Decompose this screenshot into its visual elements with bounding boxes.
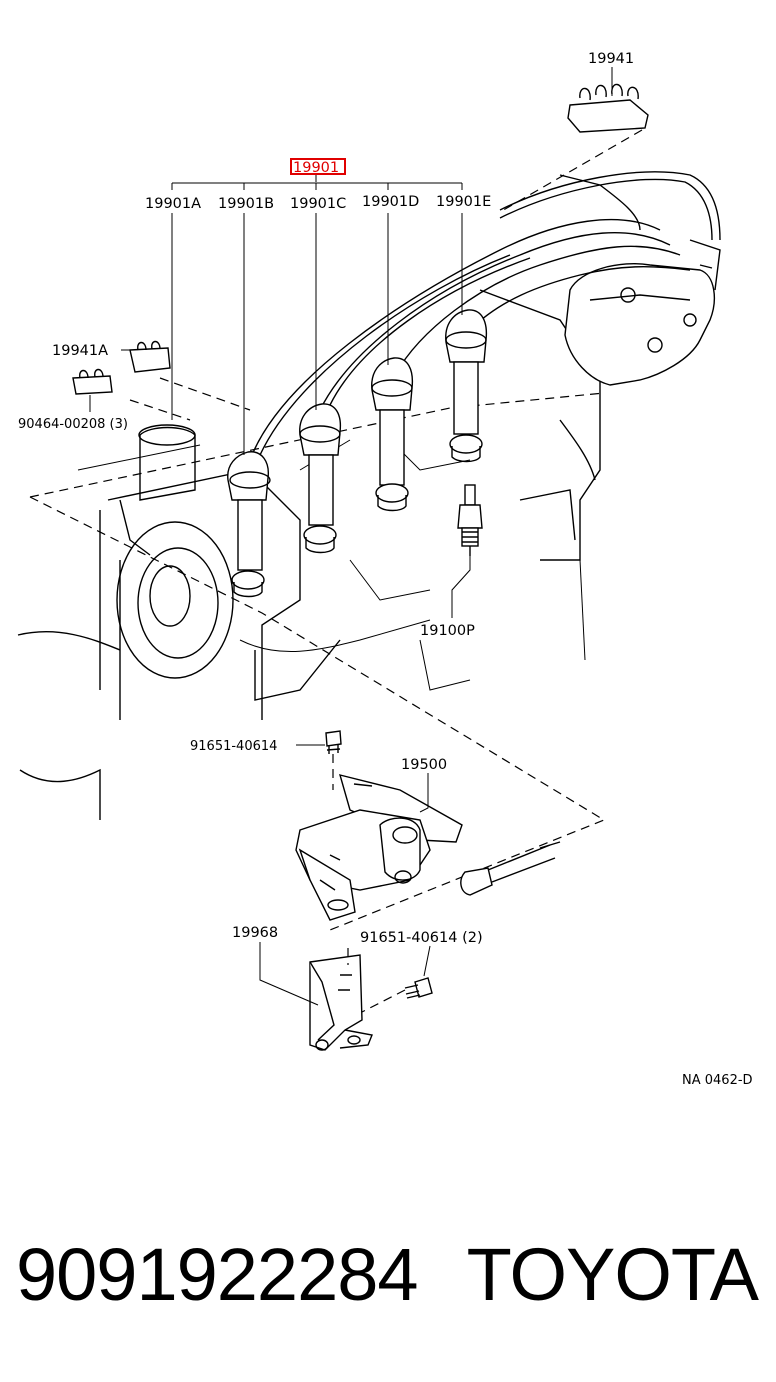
leader-lines xyxy=(89,67,613,1006)
ignition-wire-bundle xyxy=(249,171,721,461)
bolt-upper xyxy=(325,730,342,790)
plug-boot-c xyxy=(371,357,414,512)
callout-19901b: 19901B xyxy=(218,196,274,212)
callout-19100p: 19100P xyxy=(420,623,475,639)
bolt-lower xyxy=(347,948,433,1013)
coil-lead xyxy=(460,841,561,896)
callout-91651-lower: 91651-40614 (2) xyxy=(360,930,483,946)
plug-boot-d xyxy=(445,309,488,463)
engine-outline-dashed xyxy=(29,129,643,931)
plug-boot-a xyxy=(227,451,271,598)
engine-block xyxy=(17,289,601,820)
callout-text-19901: 19901 xyxy=(293,160,339,176)
callout-19901c: 19901C xyxy=(290,196,346,212)
callout-19901d: 19901D xyxy=(362,194,419,210)
clamp-19941a-part xyxy=(129,340,171,373)
ignition-coil xyxy=(295,774,463,921)
callout-main-assembly[interactable]: 19901 xyxy=(290,158,346,176)
callout-19941a: 19941A xyxy=(52,343,108,359)
callout-19968: 19968 xyxy=(232,925,278,941)
clamp-19941-part xyxy=(567,83,649,133)
callout-19941: 19941 xyxy=(588,51,634,67)
distributor xyxy=(564,239,721,386)
callout-90464: 90464-00208 (3) xyxy=(18,417,128,432)
clamp-90464-part xyxy=(72,368,113,395)
callout-19901a: 19901A xyxy=(145,196,201,212)
brand-name: TOYOTA xyxy=(466,1233,759,1316)
callout-91651-upper: 91651-40614 xyxy=(190,739,277,754)
parts-diagram: 19901 19901A 19901B 19901C 19901D 19901E… xyxy=(17,51,753,1088)
plug-boot-b xyxy=(299,403,342,554)
footer: 9091922284 TOYOTA xyxy=(0,1225,776,1325)
part-number: 9091922284 xyxy=(16,1233,419,1316)
figure-code: NA 0462-D xyxy=(682,1073,753,1088)
coil-bracket xyxy=(309,954,373,1051)
callout-19500: 19500 xyxy=(401,757,447,773)
spark-plug xyxy=(457,484,483,556)
callout-19901e: 19901E xyxy=(436,194,491,210)
